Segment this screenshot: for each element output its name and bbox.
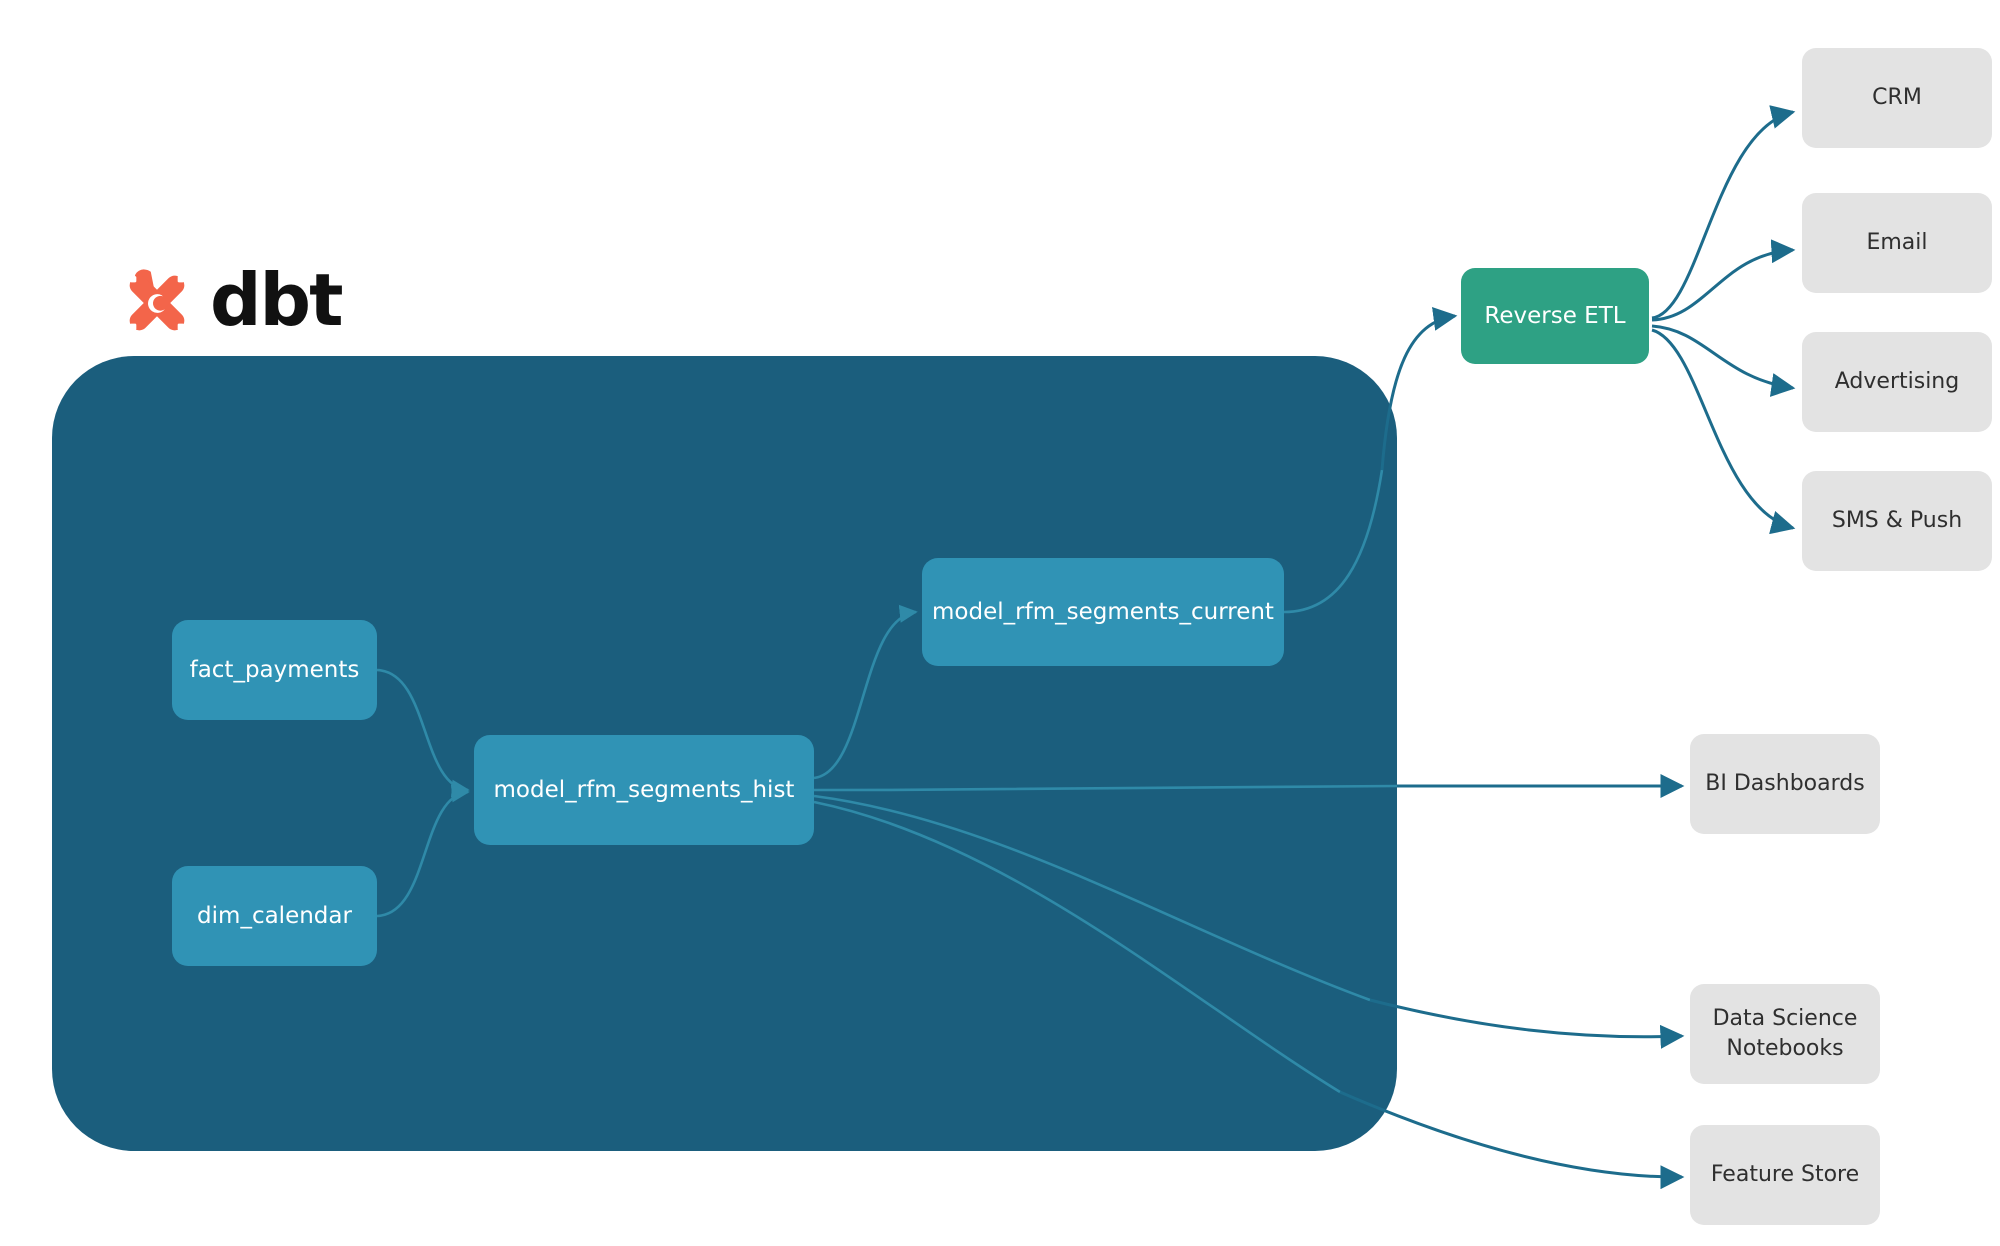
dbt-logo: dbt xyxy=(118,258,348,348)
edge-to-ds-notebooks xyxy=(1369,998,1685,1049)
node-sms-and-push[interactable]: SMS & Push xyxy=(1802,471,1992,571)
dbt-logo-icon xyxy=(118,264,196,342)
node-model-rfm-segments-hist[interactable]: model_rfm_segments_hist xyxy=(474,735,814,845)
node-crm[interactable]: CRM xyxy=(1802,48,1992,148)
edge-reverse-etl-to-email xyxy=(1651,239,1796,322)
node-feature-store[interactable]: Feature Store xyxy=(1690,1125,1880,1225)
dbt-wordmark: dbt xyxy=(210,257,343,342)
node-fact-payments[interactable]: fact_payments xyxy=(172,620,377,720)
node-dim-calendar[interactable]: dim_calendar xyxy=(172,866,377,966)
edge-reverse-etl-to-crm xyxy=(1651,105,1796,320)
node-data-science-notebooks[interactable]: Data Science Notebooks xyxy=(1690,984,1880,1084)
edge-reverse-etl-to-advertising xyxy=(1651,324,1796,397)
node-email[interactable]: Email xyxy=(1802,193,1992,293)
node-reverse-etl[interactable]: Reverse ETL xyxy=(1461,268,1649,364)
node-advertising[interactable]: Advertising xyxy=(1802,332,1992,432)
edge-reverse-etl-to-sms-push xyxy=(1651,328,1796,535)
node-model-rfm-segments-current[interactable]: model_rfm_segments_current xyxy=(922,558,1284,666)
node-bi-dashboards[interactable]: BI Dashboards xyxy=(1690,734,1880,834)
edge-to-feature-store xyxy=(1339,1090,1685,1190)
